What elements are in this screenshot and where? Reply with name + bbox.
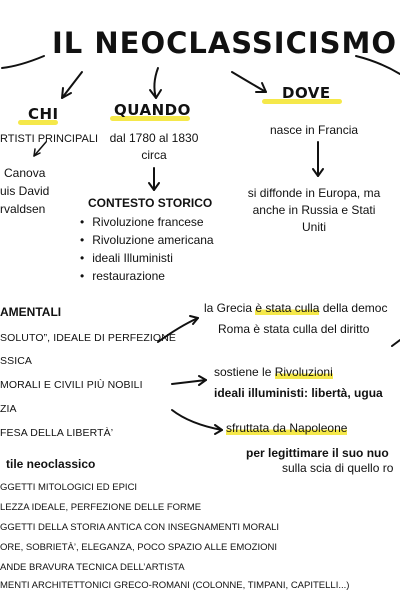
contesto-heading: CONTESTO STORICO [88,196,213,210]
note-roma: Roma è stata culla del diritto [218,322,370,336]
stile-item: GGETTI MITOLOGICI ED EPICI [0,482,138,493]
contesto-item: Rivoluzione americana [80,233,213,247]
dove-spread-line2: anche in Russia e Stati [252,203,376,217]
note-scia: sulla scia di quello ro [282,461,394,475]
dove-heading: DOVE [282,84,331,102]
note-rivoluzioni: sostiene le Rivoluzioni [214,365,333,379]
page-title: IL NEOCLASSICISMO [52,26,398,60]
arrow-left-curve [1,55,45,69]
fondamentali-item: SOLUTO”, IDEALE DI PERFEZIONE [0,332,176,344]
stile-item: LEZZA IDEALE, PERFEZIONE DELLE FORME [0,502,202,513]
arrow-rivoluzioni [171,379,207,385]
arrow-to-dove [231,71,267,93]
artist-thorvaldsen: rvaldsen [0,202,46,216]
note-legittimare: per legittimare il suo nuo [246,446,389,460]
stile-item: ANDE BRAVURA TECNICA DELL’ARTISTA [0,562,185,573]
fondamentali-item: ZIA [0,403,17,415]
chi-heading: CHI [28,105,59,123]
stile-item: ORE, SOBRIETÀ’, ELEGANZA, POCO SPAZIO AL… [0,542,277,553]
artist-david: uis David [0,184,50,198]
arrow-right-curve [355,55,400,75]
arrow-to-quando [153,67,159,99]
contesto-item: Rivoluzione francese [80,215,203,229]
grecia-highlight: è stata culla [255,301,320,315]
arrow-napoleone [171,409,223,431]
stile-heading: tile neoclassico [6,457,96,471]
quando-period-line2: circa [141,148,167,162]
rivoluzioni-highlight: Rivoluzioni [274,365,333,379]
stile-item: GGETTI DELLA STORIA ANTICA CON INSEGNAME… [0,522,280,533]
napoleone-highlight: sfruttata da Napoleone [226,421,348,435]
fondamentali-item: MORALI E CIVILI PIÙ NOBILI [0,379,143,391]
note-grecia: la Grecia è stata culla della democ [204,301,388,315]
note-ideali: ideali illuministi: libertà, ugua [214,386,383,400]
chi-subheading: RTISTI PRINCIPALI [0,133,99,145]
chi-highlight [18,120,58,125]
contesto-item: restaurazione [80,269,165,283]
fondamentali-heading: AMENTALI [0,305,62,319]
arrow-to-chi [61,71,83,99]
dove-highlight [262,99,342,104]
note-napoleone: sfruttata da Napoleone [226,421,348,435]
arrow-right-edge [391,339,400,347]
arrow-grecia [157,317,199,343]
fondamentali-item: SSICA [0,355,33,367]
quando-period-line1: dal 1780 al 1830 [109,131,199,145]
stile-item: MENTI ARCHITETTONICI GRECO-ROMANI (COLON… [0,580,350,591]
arrow-chi-artists [33,141,47,157]
contesto-item: ideali Illuministi [80,251,173,265]
quando-heading: QUANDO [114,101,191,119]
artist-canova: Canova [4,166,46,180]
dove-spread-line1: si diffonde in Europa, ma [247,186,381,200]
fondamentali-item: FESA DELLA LIBERTÀ’ [0,427,114,439]
dove-origin: nasce in Francia [270,123,359,137]
quando-highlight [110,116,190,121]
dove-spread-line3: Uniti [301,220,326,234]
